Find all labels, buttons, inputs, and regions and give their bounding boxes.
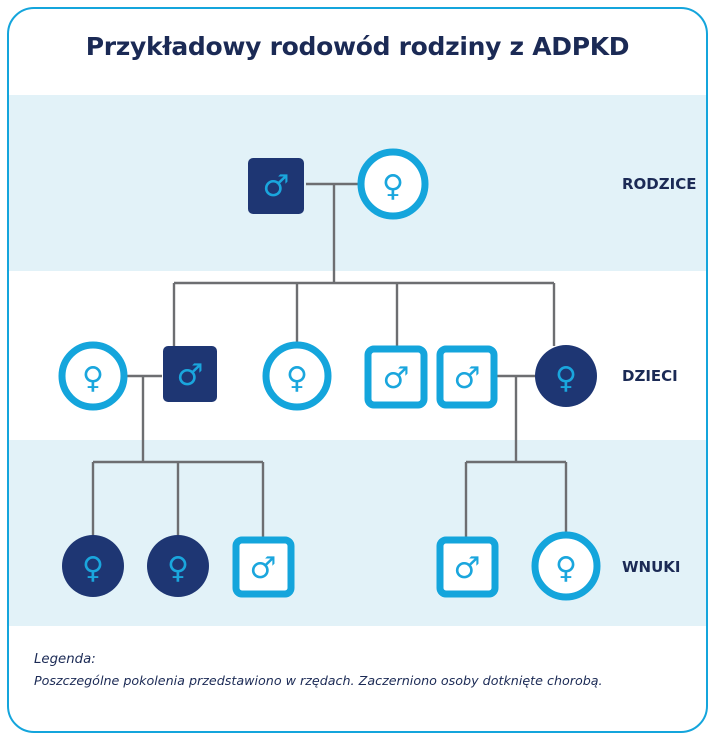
legend-text: Poszczególne pokolenia przedstawiono w r… <box>34 673 603 688</box>
person-grandchild-unaffected-male-1: ♂ <box>232 536 295 598</box>
female-symbol-icon: ♀ <box>167 551 189 586</box>
female-symbol-icon: ♀ <box>555 551 577 586</box>
male-symbol-icon: ♂ <box>263 169 290 204</box>
generation-label-parents: RODZICE <box>622 175 697 193</box>
female-symbol-icon: ♀ <box>82 361 104 396</box>
male-symbol-icon: ♂ <box>177 358 204 393</box>
generation-label-grandchildren: WNUKI <box>622 558 681 576</box>
legend-heading: Legenda: <box>34 652 96 667</box>
band-grandchildren <box>9 440 706 626</box>
generation-label-children: DZIECI <box>622 367 678 385</box>
person-son-affected-male: ♂ <box>163 346 217 402</box>
female-symbol-icon: ♀ <box>82 551 104 586</box>
person-daughter-unaffected-female: ♀ <box>262 341 332 411</box>
person-grandchild-affected-female-1: ♀ <box>62 535 124 597</box>
pedigree-lines <box>91 182 568 538</box>
person-mother-unaffected-female: ♀ <box>357 148 429 220</box>
male-symbol-icon: ♂ <box>454 361 481 396</box>
diagram-title: Przykładowy rodowód rodziny z ADPKD <box>85 32 630 61</box>
female-symbol-icon: ♀ <box>382 169 404 204</box>
female-symbol-icon: ♀ <box>286 361 308 396</box>
person-daughter-affected-female: ♀ <box>535 345 597 407</box>
person-grandchild-unaffected-female: ♀ <box>531 531 601 601</box>
male-symbol-icon: ♂ <box>383 361 410 396</box>
female-symbol-icon: ♀ <box>555 361 577 396</box>
person-son-unaffected-male: ♂ <box>364 345 428 409</box>
person-son-unaffected-male-2: ♂ <box>436 345 498 409</box>
card-border <box>7 7 708 733</box>
person-grandchild-unaffected-male-2: ♂ <box>436 536 499 598</box>
male-symbol-icon: ♂ <box>454 551 481 586</box>
person-grandchild-affected-female-2: ♀ <box>147 535 209 597</box>
person-father-affected-male: ♂ <box>248 158 304 214</box>
person-spouse-unaffected-female: ♀ <box>58 341 128 411</box>
male-symbol-icon: ♂ <box>250 551 277 586</box>
